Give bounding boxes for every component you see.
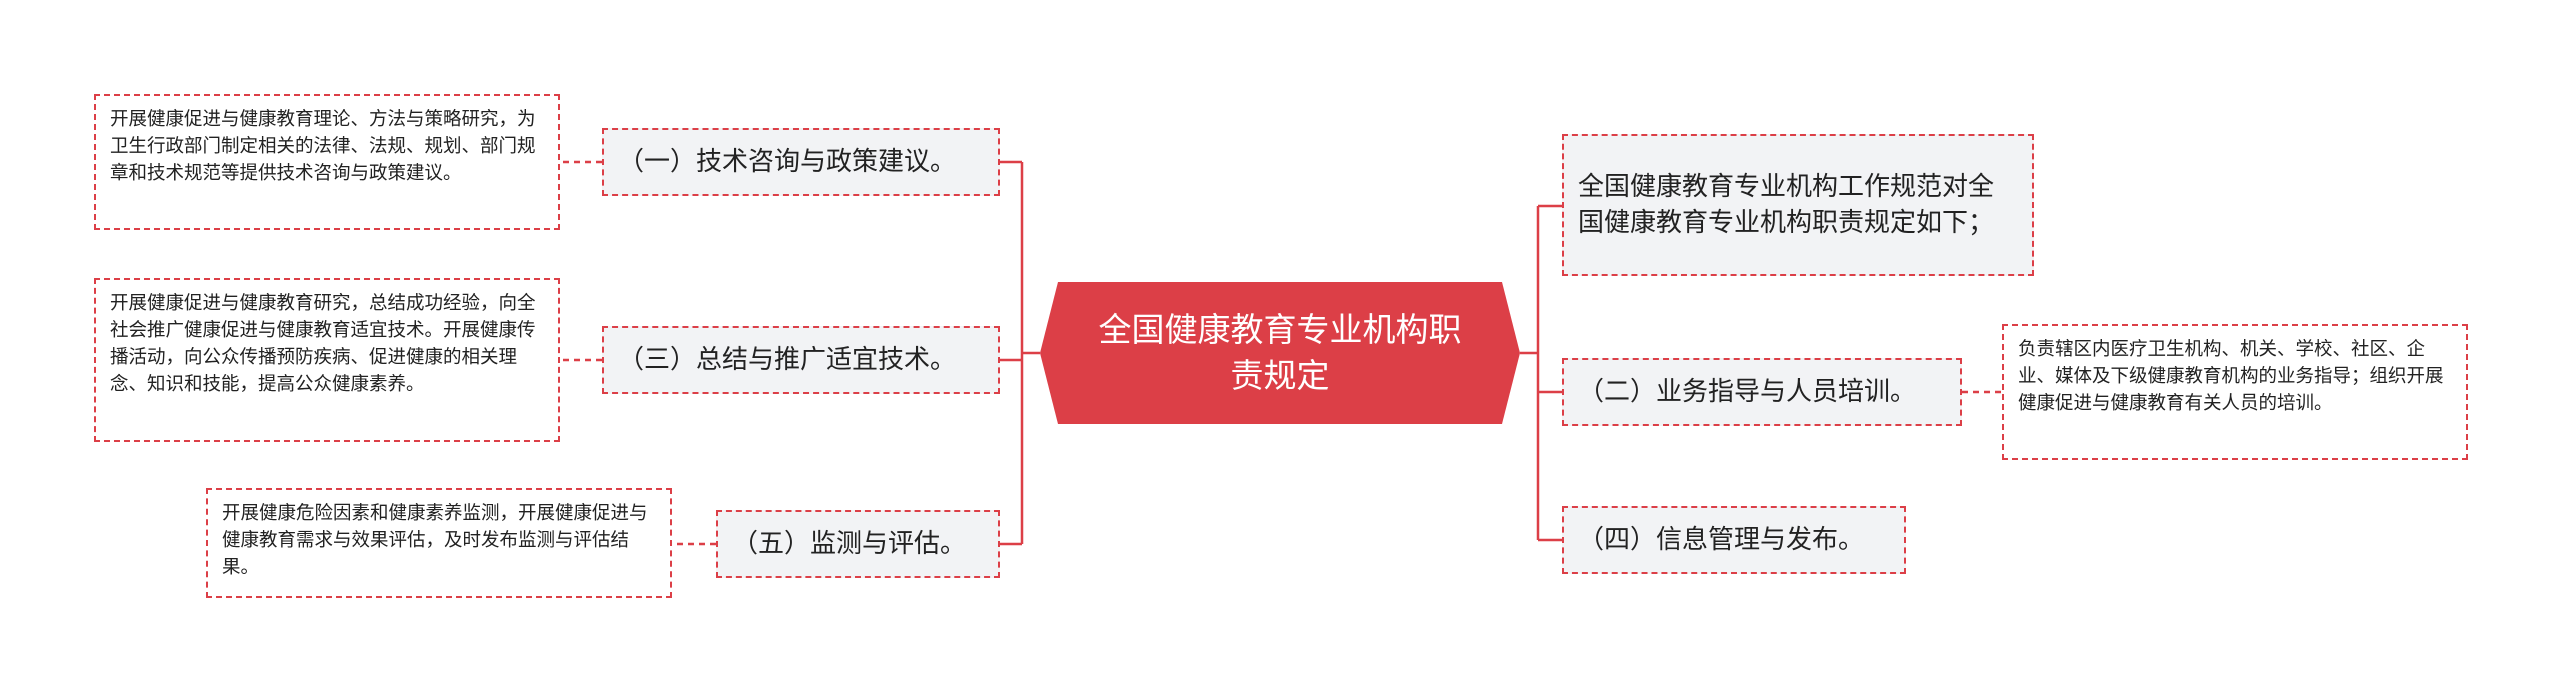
branch-info-management[interactable]: （四）信息管理与发布。 — [1562, 506, 1906, 574]
branch-technical-consulting[interactable]: （一）技术咨询与政策建议。 — [602, 128, 1000, 196]
leaf-summarize-promote[interactable]: 开展健康促进与健康教育研究，总结成功经验，向全社会推广健康促进与健康教育适宜技术… — [94, 278, 560, 442]
branch-monitor-evaluate[interactable]: （五）监测与评估。 — [716, 510, 1000, 578]
leaf-technical-consulting[interactable]: 开展健康促进与健康教育理论、方法与策略研究，为卫生行政部门制定相关的法律、法规、… — [94, 94, 560, 230]
leaf-text: 开展健康促进与健康教育研究，总结成功经验，向全社会推广健康促进与健康教育适宜技术… — [110, 293, 536, 395]
branch-summarize-promote[interactable]: （三）总结与推广适宜技术。 — [602, 326, 1000, 394]
leaf-monitor-evaluate[interactable]: 开展健康危险因素和健康素养监测，开展健康促进与健康教育需求与效果评估，及时发布监… — [206, 488, 672, 598]
leaf-text: 负责辖区内医疗卫生机构、机关、学校、社区、企业、媒体及下级健康教育机构的业务指导… — [2018, 339, 2444, 414]
leaf-text: 开展健康危险因素和健康素养监测，开展健康促进与健康教育需求与效果评估，及时发布监… — [222, 503, 648, 578]
branch-label: （一）技术咨询与政策建议。 — [618, 147, 957, 177]
branch-label: （四）信息管理与发布。 — [1578, 525, 1865, 555]
leaf-text: 开展健康促进与健康教育理论、方法与策略研究，为卫生行政部门制定相关的法律、法规、… — [110, 109, 536, 184]
branch-label: （三）总结与推广适宜技术。 — [618, 345, 957, 375]
leaf-guidance-training[interactable]: 负责辖区内医疗卫生机构、机关、学校、社区、企业、媒体及下级健康教育机构的业务指导… — [2002, 324, 2468, 460]
branch-label: 全国健康教育专业机构工作规范对全国健康教育专业机构职责规定如下； — [1578, 172, 1995, 238]
branch-intro[interactable]: 全国健康教育专业机构工作规范对全国健康教育专业机构职责规定如下； — [1562, 134, 2034, 276]
root-label: 全国健康教育专业机构职责规定 — [1098, 310, 1462, 395]
root-node[interactable]: 全国健康教育专业机构职责规定 — [1040, 282, 1520, 424]
branch-label: （二）业务指导与人员培训。 — [1578, 377, 1917, 407]
branch-label: （五）监测与评估。 — [732, 529, 967, 559]
branch-guidance-training[interactable]: （二）业务指导与人员培训。 — [1562, 358, 1962, 426]
